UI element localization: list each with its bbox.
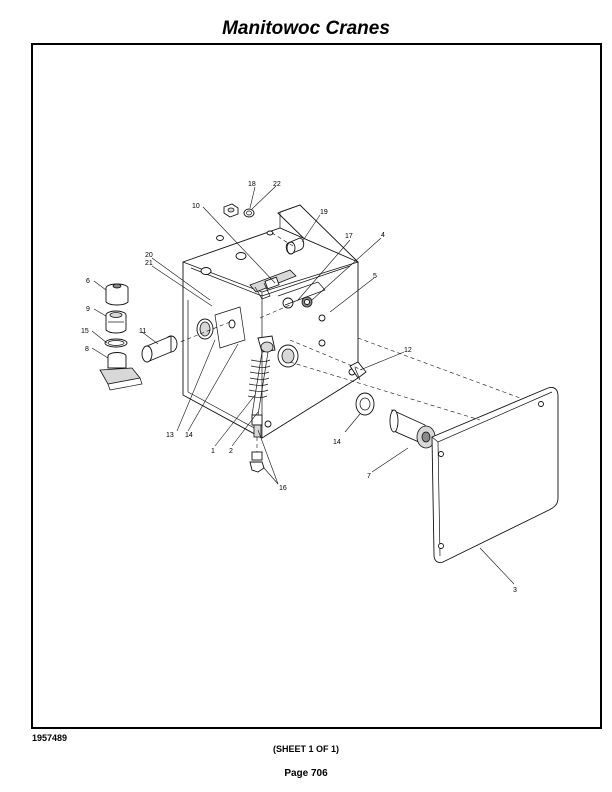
sheet-indicator: (SHEET 1 OF 1): [272, 744, 339, 754]
callout-6: 6: [86, 278, 90, 285]
callout-10: 10: [192, 203, 200, 210]
top-fasteners: [223, 203, 305, 255]
drawing-number: 1957489: [32, 733, 68, 743]
callout-12: 12: [404, 347, 412, 354]
callout-labels: 18 22 10 19 17 4 20 21 5 6 9 15 11 8 12 …: [81, 181, 517, 594]
side-opening: [196, 306, 246, 349]
callout-14-right: 14: [333, 439, 341, 446]
callout-13: 13: [166, 432, 174, 439]
drawing-frame: [31, 43, 602, 729]
callout-1: 1: [211, 448, 215, 455]
callout-14-left: 14: [185, 432, 193, 439]
callout-15: 15: [81, 328, 89, 335]
callout-3: 3: [513, 587, 517, 594]
callout-4: 4: [381, 232, 385, 239]
cover-plate: [431, 387, 559, 564]
callout-8: 8: [85, 346, 89, 353]
callout-18: 18: [248, 181, 256, 188]
callout-5: 5: [373, 273, 377, 280]
callout-9: 9: [86, 306, 90, 313]
callout-19: 19: [320, 209, 328, 216]
callout-17: 17: [345, 233, 353, 240]
callout-20: 20: [145, 252, 153, 259]
callout-2: 2: [229, 448, 233, 455]
callout-16: 16: [279, 485, 287, 492]
callout-7: 7: [367, 473, 371, 480]
page-number: Page 706: [284, 768, 328, 779]
projection-lines: [179, 232, 521, 421]
callout-21: 21: [145, 260, 153, 267]
callout-11: 11: [139, 328, 146, 335]
page-title: Manitowoc Cranes: [222, 18, 390, 39]
callout-22: 22: [273, 181, 281, 188]
right-fasteners: [349, 361, 436, 449]
leader-lines: [91, 185, 515, 585]
lever-spring-assembly: [247, 335, 276, 473]
receptacle-stack: [99, 283, 178, 391]
